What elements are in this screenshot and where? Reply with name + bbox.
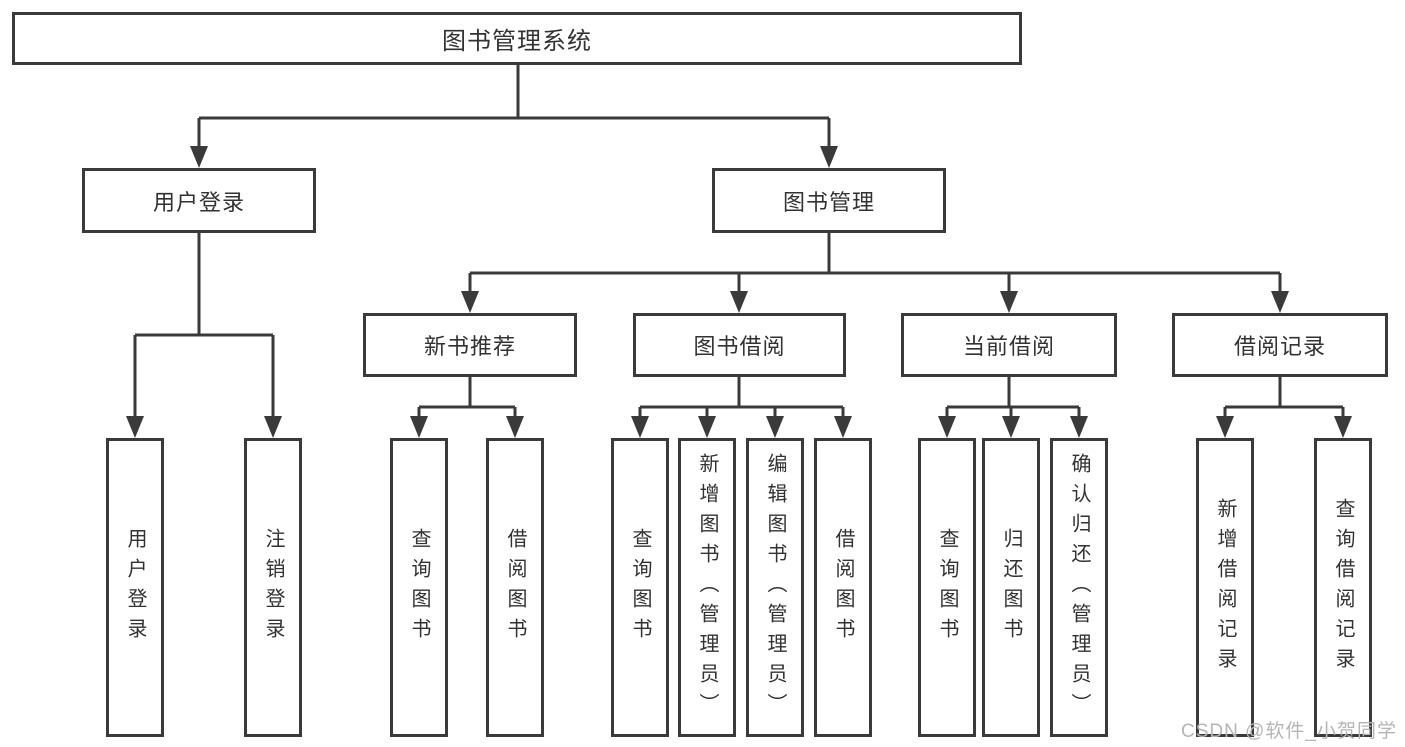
node-label: 新书推荐: [423, 334, 516, 359]
node-label: 查询图书: [408, 527, 430, 648]
node-book-management: 图书管理: [712, 168, 946, 233]
node-current-borrow: 当前借阅: [901, 313, 1117, 377]
node-label: 图书管理: [782, 189, 875, 215]
node-label: 图书借阅: [693, 334, 786, 359]
connector-book-borrow-children: [631, 377, 852, 438]
node-label: 借阅记录: [1233, 334, 1326, 359]
node-label: 归还图书: [1000, 527, 1022, 648]
leaf-edit-books-admin: 编辑图书（管理员）: [746, 438, 804, 737]
leaf-query-books-current: 查询图书: [918, 438, 976, 737]
connector-book-management-children: [461, 233, 1289, 313]
node-borrow-record: 借阅记录: [1172, 313, 1388, 377]
node-label: 借阅图书: [504, 527, 526, 648]
node-new-book-recommend: 新书推荐: [363, 313, 577, 377]
node-label: 用户登录: [152, 189, 245, 215]
leaf-query-books-recommend: 查询图书: [390, 438, 448, 737]
node-user-login: 用户登录: [82, 168, 316, 233]
connector-root-to-level2: [190, 65, 838, 168]
connector-borrow-record-children: [1216, 377, 1352, 438]
leaf-query-books-borrow: 查询图书: [611, 438, 669, 737]
leaf-add-books-admin: 新增图书（管理员）: [678, 438, 736, 737]
leaf-user-login: 用户登录: [106, 438, 164, 737]
leaf-return-books: 归还图书: [982, 438, 1040, 737]
node-label: 用户登录: [124, 527, 146, 648]
node-label: 确认归还（管理员）: [1068, 452, 1090, 723]
node-label: 借阅图书: [832, 527, 854, 648]
node-label: 查询图书: [629, 527, 651, 648]
node-label: 注销登录: [262, 527, 284, 648]
node-label: 图书管理系统: [442, 28, 592, 55]
connector-current-borrow-children: [938, 377, 1088, 438]
leaf-query-borrow-record: 查询借阅记录: [1314, 438, 1372, 737]
node-library-management-system: 图书管理系统: [12, 12, 1022, 65]
node-label: 新增图书（管理员）: [696, 452, 718, 723]
node-label: 当前借阅: [962, 334, 1055, 359]
leaf-borrow-books-recommend: 借阅图书: [486, 438, 544, 737]
connector-new-book-children: [410, 377, 524, 438]
node-label: 编辑图书（管理员）: [764, 452, 786, 723]
node-label: 新增借阅记录: [1214, 497, 1236, 678]
leaf-confirm-return-admin: 确认归还（管理员）: [1050, 438, 1108, 737]
leaf-borrow-books: 借阅图书: [814, 438, 872, 737]
node-label: 查询图书: [936, 527, 958, 648]
leaf-logout: 注销登录: [244, 438, 302, 737]
connector-user-login-children: [126, 233, 282, 438]
leaf-add-borrow-record: 新增借阅记录: [1196, 438, 1254, 737]
node-book-borrow: 图书借阅: [633, 313, 846, 377]
node-label: 查询借阅记录: [1332, 497, 1354, 678]
watermark: CSDN @软件_小贺同学: [1181, 721, 1397, 742]
